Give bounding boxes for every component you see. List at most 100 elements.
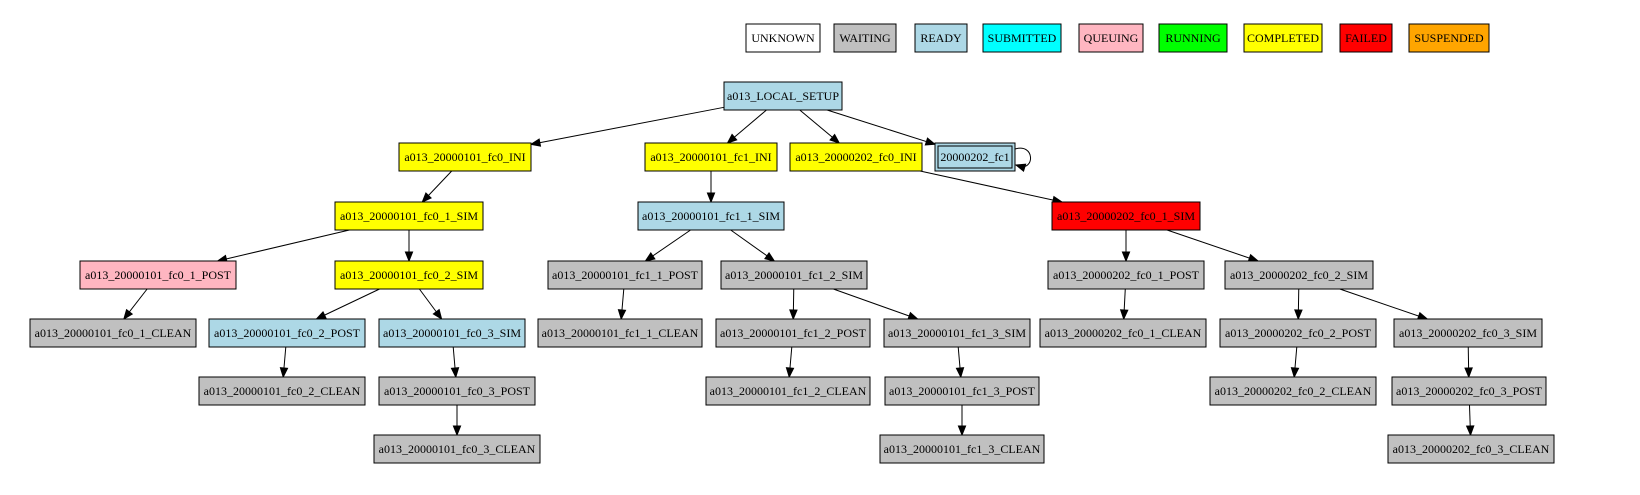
edge-b_fc0_2_post-to-b_fc0_2_clean-arrowhead — [1290, 367, 1300, 379]
node-fc0-3-post[interactable]: a013_20000101_fc0_3_POST — [378, 376, 536, 406]
edge-local_setup-to-b_fc1 — [826, 109, 937, 146]
legend-label-running: RUNNING — [1165, 31, 1221, 45]
node-b-fc0-2-post-box — [1219, 318, 1377, 348]
edge-b_fc0_2_post-to-b_fc0_2_clean — [1290, 346, 1300, 379]
node-fc0-3-sim-box — [378, 318, 526, 348]
edge-b_fc1-to-b_fc1 — [1014, 147, 1031, 172]
edge-b_fc0_3_post-to-b_fc0_3_clean — [1465, 404, 1475, 437]
edge-fc0_ini-to-fc0_1_sim-arrowhead — [421, 192, 432, 203]
node-fc1-2-clean[interactable]: a013_20000101_fc1_2_CLEAN — [705, 376, 871, 406]
node-fc1-3-post[interactable]: a013_20000101_fc1_3_POST — [884, 376, 1040, 406]
node-fc1-1-clean[interactable]: a013_20000101_fc1_1_CLEAN — [537, 318, 703, 348]
node-fc0-3-post-box — [378, 376, 536, 406]
node-b-fc0-1-post[interactable]: a013_20000202_fc0_1_POST — [1047, 260, 1205, 290]
node-b-fc0-1-post-label: a013_20000202_fc0_1_POST — [1053, 268, 1200, 282]
edge-b_fc0_1_sim-to-b_fc0_1_post-arrowhead — [1121, 251, 1131, 263]
node-fc0-2-clean[interactable]: a013_20000101_fc0_2_CLEAN — [198, 376, 366, 406]
node-b-fc0-3-sim-label: a013_20000202_fc0_3_SIM — [1399, 326, 1537, 340]
edge-b_fc0_3_sim-to-b_fc0_3_post-arrowhead — [1464, 367, 1473, 379]
edge-b_fc0_1_post-to-b_fc0_1_clean-arrowhead — [1119, 309, 1129, 321]
node-fc1-3-sim-box — [883, 318, 1031, 348]
edge-fc0_1_sim-to-fc0_1_post — [216, 229, 350, 264]
edge-b_fc0_2_sim-to-b_fc0_2_post-arrowhead — [1294, 309, 1303, 321]
legend-label-completed: COMPLETED — [1247, 31, 1319, 45]
edge-b_fc0_2_sim-to-b_fc0_3_sim — [1339, 288, 1429, 321]
node-fc0-3-sim-label: a013_20000101_fc0_3_SIM — [383, 326, 521, 340]
node-fc0-1-sim-label: a013_20000101_fc0_1_SIM — [340, 209, 478, 223]
edge-fc0_3_post-to-fc0_3_clean-arrowhead — [452, 425, 462, 437]
node-fc0-3-sim[interactable]: a013_20000101_fc0_3_SIM — [378, 318, 526, 348]
edge-local_setup-to-b_fc0_ini-arrowhead — [829, 133, 841, 144]
node-fc1-1-sim[interactable]: a013_20000101_fc1_1_SIM — [637, 201, 785, 231]
edge-fc0_1_post-to-fc0_1_clean — [123, 288, 148, 321]
legend-swatch-queuing — [1078, 23, 1144, 53]
edge-fc1_1_post-to-fc1_1_clean-arrowhead — [617, 309, 627, 321]
edge-b_fc0_ini-to-b_fc0_1_sim — [919, 170, 1064, 205]
node-fc1-1-sim-box — [637, 201, 785, 231]
node-fc0-2-sim[interactable]: a013_20000101_fc0_2_SIM — [334, 260, 484, 290]
node-fc1-3-clean[interactable]: a013_20000101_fc1_3_CLEAN — [879, 434, 1045, 464]
node-b-fc0-ini[interactable]: a013_20000202_fc0_INI — [789, 142, 923, 172]
legend-item-unknown: UNKNOWN — [745, 23, 821, 53]
node-b-fc1-box — [934, 142, 1016, 172]
node-b-fc1[interactable]: 20000202_fc1 — [934, 142, 1016, 172]
dependency-edges — [123, 106, 1475, 437]
node-fc0-1-post[interactable]: a013_20000101_fc0_1_POST — [79, 260, 237, 290]
node-fc1-3-sim[interactable]: a013_20000101_fc1_3_SIM — [883, 318, 1031, 348]
node-fc0-ini[interactable]: a013_20000101_fc0_INI — [398, 142, 532, 172]
node-fc1-2-post-label: a013_20000101_fc1_2_POST — [720, 326, 867, 340]
node-fc1-1-post[interactable]: a013_20000101_fc1_1_POST — [547, 260, 703, 290]
node-b-fc0-2-post[interactable]: a013_20000202_fc0_2_POST — [1219, 318, 1377, 348]
node-fc1-ini[interactable]: a013_20000101_fc1_INI — [644, 142, 778, 172]
node-b-fc0-3-post[interactable]: a013_20000202_fc0_3_POST — [1391, 376, 1547, 406]
edge-fc1_1_post-to-fc1_1_clean — [617, 288, 627, 321]
node-fc0-3-clean[interactable]: a013_20000101_fc0_3_CLEAN — [373, 434, 541, 464]
node-b-fc0-1-clean-label: a013_20000202_fc0_1_CLEAN — [1045, 326, 1202, 340]
edge-fc1_1_sim-to-fc1_2_sim-arrowhead — [764, 251, 776, 262]
node-fc1-2-sim-box — [720, 260, 868, 290]
edge-b_fc0_2_sim-to-b_fc0_2_post — [1294, 288, 1303, 321]
legend-item-failed: FAILED — [1339, 23, 1393, 53]
node-fc1-3-post-label: a013_20000101_fc1_3_POST — [889, 384, 1036, 398]
node-fc1-1-clean-label: a013_20000101_fc1_1_CLEAN — [542, 326, 699, 340]
node-b-fc0-2-post-label: a013_20000202_fc0_2_POST — [1225, 326, 1372, 340]
node-fc0-ini-box — [398, 142, 532, 172]
edge-fc0_3_sim-to-fc0_3_post-arrowhead — [450, 367, 460, 379]
node-fc0-2-post-label: a013_20000101_fc0_2_POST — [214, 326, 361, 340]
node-fc0-2-sim-label: a013_20000101_fc0_2_SIM — [340, 268, 478, 282]
edge-fc0_3_post-to-fc0_3_clean — [452, 405, 462, 437]
edge-fc1_3_post-to-fc1_3_clean-arrowhead — [957, 425, 967, 437]
edge-b_fc0_1_sim-to-b_fc0_1_post — [1121, 230, 1131, 263]
node-b-fc0-2-clean[interactable]: a013_20000202_fc0_2_CLEAN — [1209, 376, 1377, 406]
node-b-fc0-ini-box — [789, 142, 923, 172]
node-b-fc0-2-sim-box — [1224, 260, 1374, 290]
node-local-setup-label: a013_LOCAL_SETUP — [727, 89, 839, 103]
node-local-setup-box — [723, 81, 843, 111]
node-fc0-2-post[interactable]: a013_20000101_fc0_2_POST — [208, 318, 366, 348]
edge-fc0_2_sim-to-fc0_2_post-line — [316, 288, 380, 320]
node-b-fc0-3-sim[interactable]: a013_20000202_fc0_3_SIM — [1393, 318, 1543, 348]
legend-label-failed: FAILED — [1345, 31, 1387, 45]
edge-fc1_3_sim-to-fc1_3_post — [955, 346, 965, 379]
node-fc0-1-sim[interactable]: a013_20000101_fc0_1_SIM — [334, 201, 484, 231]
edge-fc1_2_sim-to-fc1_3_sim-line — [833, 288, 918, 320]
node-b-fc0-1-clean[interactable]: a013_20000202_fc0_1_CLEAN — [1039, 318, 1207, 348]
edge-fc1_1_sim-to-fc1_2_sim — [730, 229, 776, 262]
node-fc1-3-sim-label: a013_20000101_fc1_3_SIM — [888, 326, 1026, 340]
node-fc0-1-clean-label: a013_20000101_fc0_1_CLEAN — [35, 326, 192, 340]
node-b-fc0-3-clean-box — [1387, 434, 1555, 464]
node-fc0-1-post-label: a013_20000101_fc0_1_POST — [85, 268, 232, 282]
node-b-fc0-1-sim[interactable]: a013_20000202_fc0_1_SIM — [1051, 201, 1201, 231]
node-fc1-2-clean-box — [705, 376, 871, 406]
node-fc0-1-clean[interactable]: a013_20000101_fc0_1_CLEAN — [29, 318, 197, 348]
node-b-fc0-2-sim[interactable]: a013_20000202_fc0_2_SIM — [1224, 260, 1374, 290]
node-fc0-3-clean-box — [373, 434, 541, 464]
node-local-setup[interactable]: a013_LOCAL_SETUP — [723, 81, 843, 111]
edge-local_setup-to-fc0_ini-arrowhead — [529, 138, 542, 147]
edge-local_setup-to-fc0_ini-line — [530, 106, 725, 145]
node-fc0-2-sim-box — [334, 260, 484, 290]
node-b-fc1-label: 20000202_fc1 — [940, 150, 1009, 164]
node-fc1-2-sim[interactable]: a013_20000101_fc1_2_SIM — [720, 260, 868, 290]
node-b-fc0-3-clean[interactable]: a013_20000202_fc0_3_CLEAN — [1387, 434, 1555, 464]
node-fc1-2-post[interactable]: a013_20000101_fc1_2_POST — [715, 318, 871, 348]
